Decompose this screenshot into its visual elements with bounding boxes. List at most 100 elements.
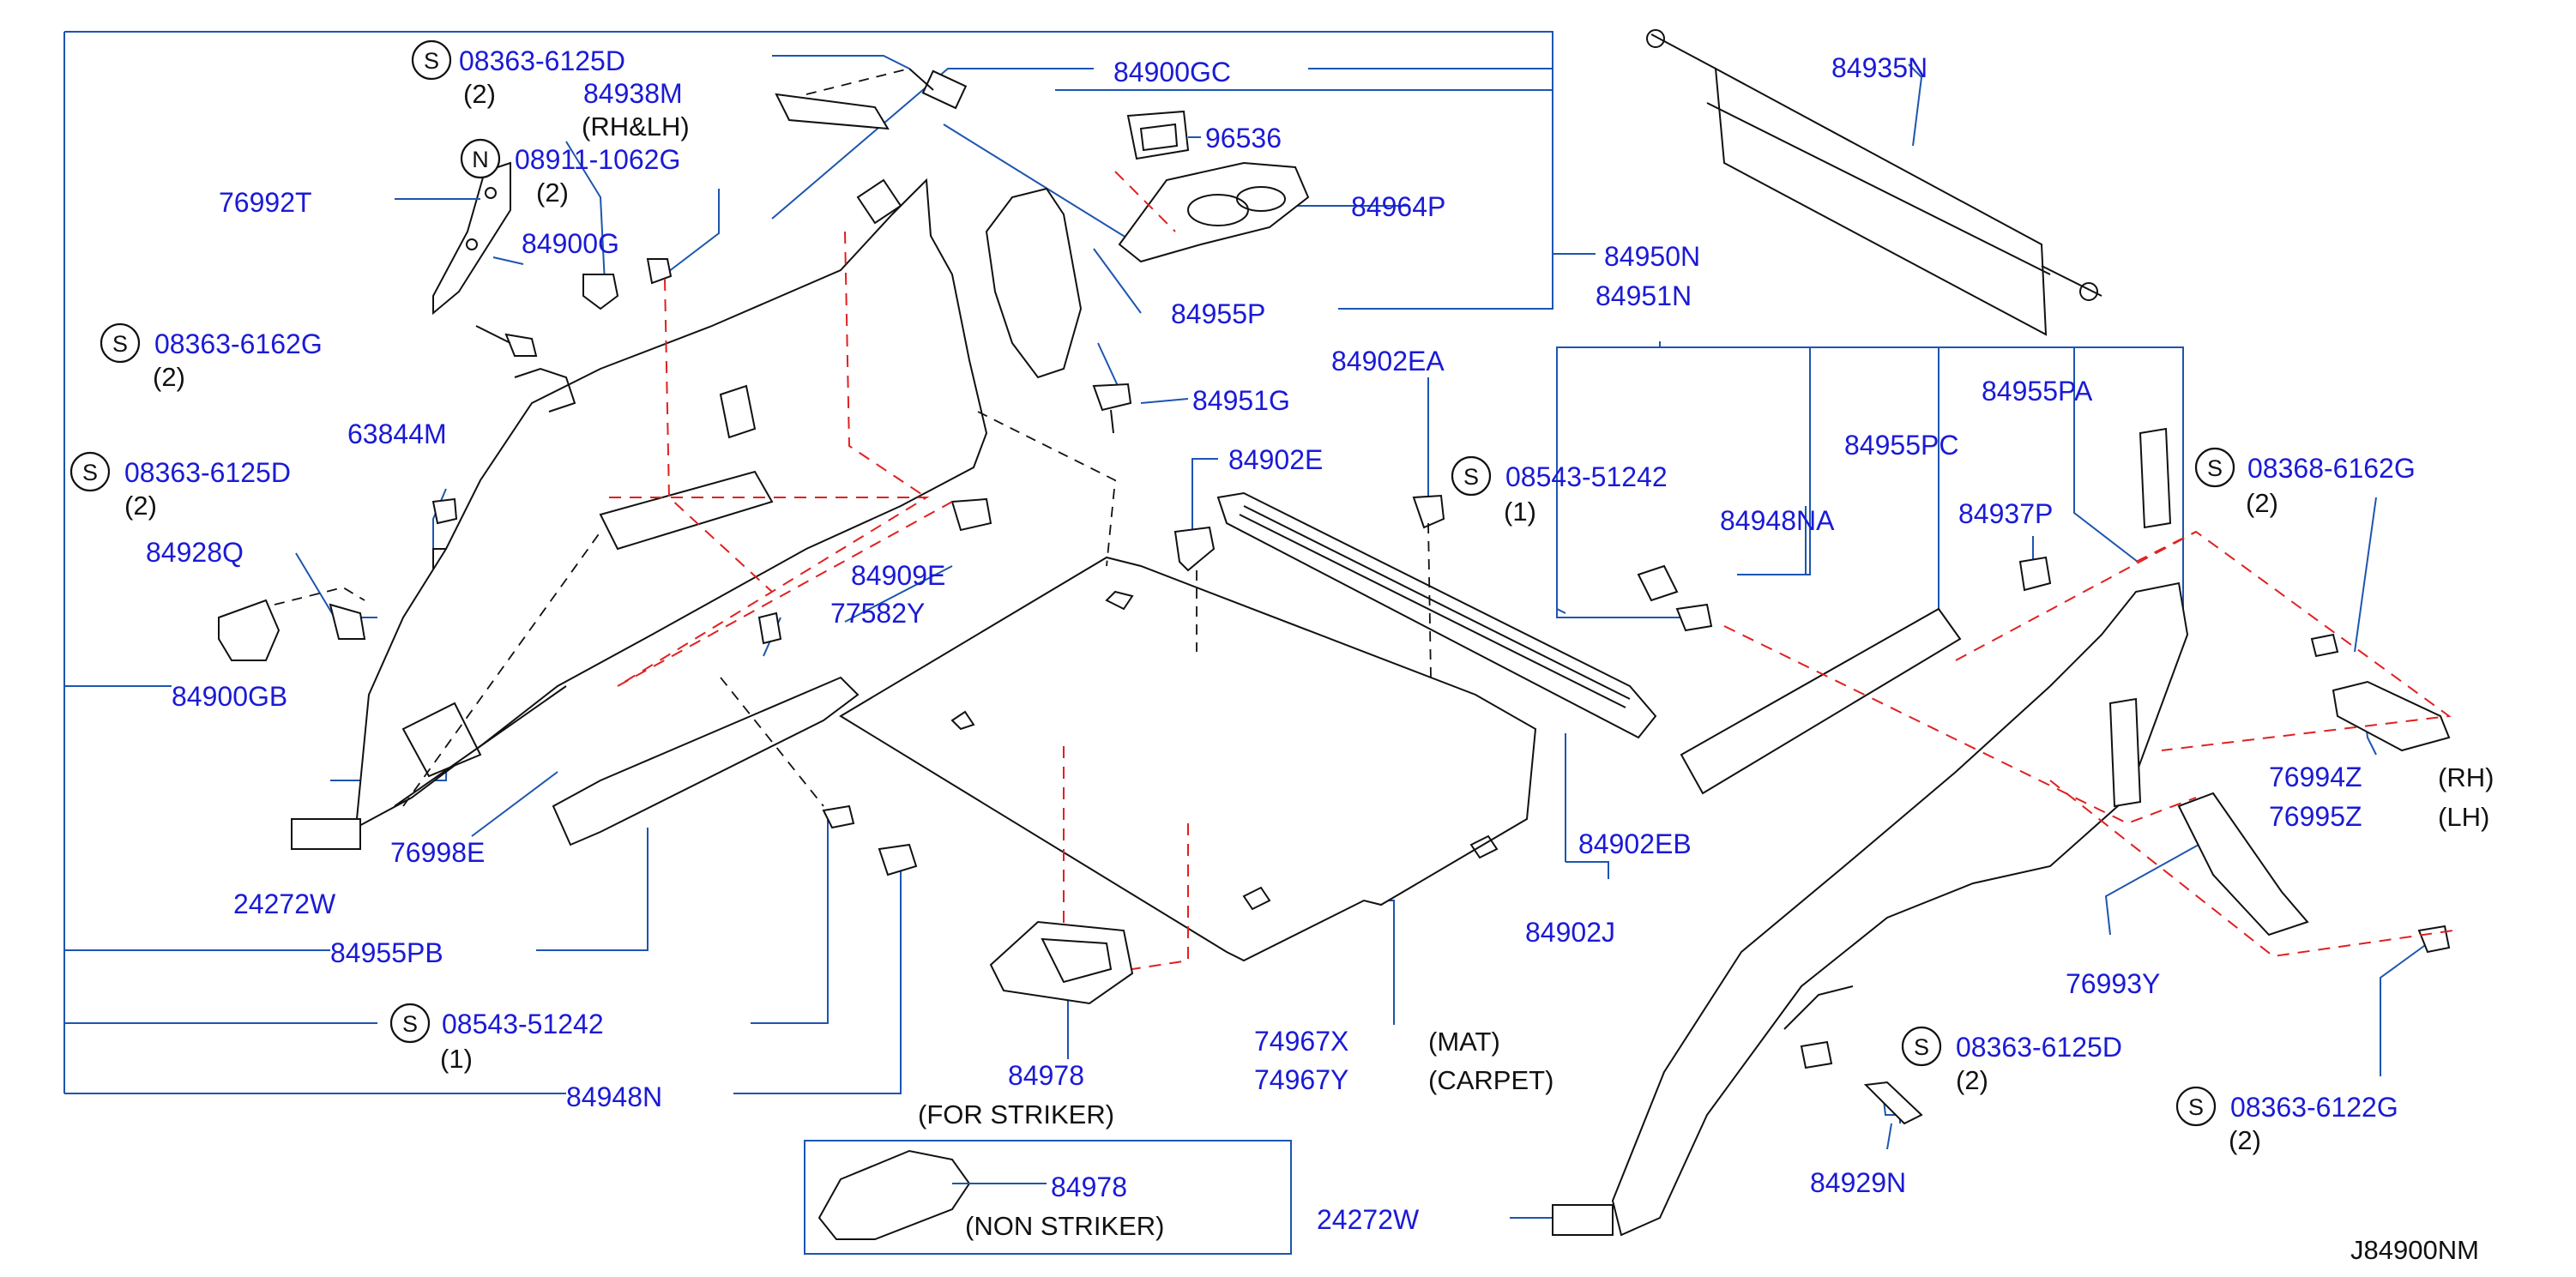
bolt-08363-6122G — [2417, 925, 2451, 954]
clip-84902EA — [1412, 494, 1445, 529]
callout-part-number: 84951G — [1192, 385, 1290, 416]
callout-part-number: 08363-6162G — [154, 328, 323, 359]
clip-84900G — [582, 258, 673, 310]
callout-part-number: 08911-1062G — [515, 144, 680, 175]
callout-prefix-circle — [411, 39, 452, 81]
callout-part-number: 84938M — [583, 78, 683, 109]
callout-part-number: 08363-6125D — [124, 457, 291, 488]
callout-part-number: 77582Y — [830, 598, 925, 629]
bolt-top — [908, 68, 968, 110]
callout-76994Z: 76994Z (RH) — [2269, 762, 2494, 792]
bracket-77582Y — [757, 611, 782, 645]
bracket-76993Y — [2177, 792, 2309, 937]
callout-part-number: 84909E — [851, 560, 945, 591]
callout-08543-51242-right: S 08543-51242 (1) — [1451, 455, 1668, 527]
callout-part-number: 84929N — [1810, 1167, 1906, 1198]
callout-prefix: S — [2188, 1094, 2204, 1120]
trim-84955P — [985, 187, 1083, 379]
callout-84964P: 84964P — [1308, 191, 1445, 222]
sill-strip-84902EB — [1216, 491, 1657, 739]
callout-84900GC: 84900GC — [1113, 57, 1231, 87]
diagram-code: J84900NM — [2350, 1235, 2479, 1265]
pad-24272W-left — [291, 818, 361, 850]
scuff-plate-84955PC — [1680, 607, 1962, 795]
clip-84948NA — [1637, 564, 1713, 632]
callout-prefix: S — [424, 48, 439, 74]
callout-76995Z: 76995Z (LH) — [2269, 801, 2489, 832]
callout-84955PA: 84955PA — [1982, 376, 2093, 407]
callout-part-number: 76995Z — [2269, 801, 2362, 832]
callout-qty: (1) — [1504, 497, 1536, 527]
callout-84950N: 84950N — [1604, 241, 1700, 272]
callout-note: (RH) — [2438, 762, 2494, 792]
callout-prefix-circle — [2194, 447, 2235, 488]
callout-08363-6122G: S 08363-6122G (2) — [2175, 1086, 2398, 1155]
callout-part-number: 84978 — [1051, 1172, 1127, 1202]
callout-84935N: 84935N — [1831, 52, 1927, 83]
cup-holder-84964P — [1114, 161, 1310, 263]
callout-prefix-circle — [389, 1003, 431, 1044]
bracket-76992T — [432, 161, 511, 316]
callout-prefix: S — [402, 1011, 418, 1037]
callout-part-number: 76993Y — [2066, 968, 2160, 999]
callout-prefix: S — [1914, 1034, 1929, 1060]
callout-note: (CARPET) — [1428, 1065, 1553, 1095]
scuff-plate-84955PB — [552, 676, 860, 846]
callout-84929N: 84929N — [1810, 1167, 1906, 1198]
callout-prefix: S — [82, 460, 98, 485]
callout-note: (LH) — [2438, 802, 2489, 832]
callout-part-number: 84902E — [1228, 444, 1323, 475]
callout-qty: (2) — [2246, 488, 2278, 518]
callout-24272W-left: 24272W — [233, 888, 336, 919]
bracket-84928Q — [218, 587, 366, 661]
callout-part-number: 08363-6125D — [459, 45, 625, 76]
callout-08363-6125D-bot: S 08363-6125D (2) — [1901, 1026, 2122, 1095]
bolt-08363-6162G — [475, 325, 538, 357]
callout-part-number: 76994Z — [2269, 762, 2362, 792]
callout-part-number: 74967X — [1254, 1026, 1348, 1057]
callout-part-number: 84948N — [566, 1081, 662, 1112]
callout-qty: (2) — [536, 178, 569, 208]
callout-prefix: S — [2207, 455, 2223, 481]
callout-84955PC: 84955PC — [1844, 430, 1958, 461]
clip-84937P — [2018, 556, 2052, 592]
callout-84902J: 84902J — [1525, 917, 1615, 948]
cap-84948N — [878, 843, 918, 876]
callout-part-number: 84902J — [1525, 917, 1615, 948]
callout-84938M: 84938M (RH&LH) — [582, 78, 690, 142]
callout-84900GB: 84900GB — [172, 681, 287, 712]
callout-08363-6125D-mid: S 08363-6125D (2) — [69, 451, 291, 521]
callout-box — [804, 1140, 1292, 1255]
callout-prefix: N — [472, 147, 489, 172]
callout-part-number: 96536 — [1205, 123, 1282, 154]
callout-84948NA: 84948NA — [1720, 505, 1835, 536]
floor-mat-74967X — [839, 556, 1537, 962]
callout-part-number: 84900GC — [1113, 57, 1231, 87]
callout-part-number: 08543-51242 — [1505, 461, 1668, 492]
callout-part-number: 84955PB — [330, 937, 443, 968]
callout-part-number: 08543-51242 — [442, 1009, 604, 1039]
callout-84955PB: 84955PB — [330, 937, 443, 968]
callout-qty: (1) — [440, 1044, 473, 1074]
callout-prefix-circle — [69, 451, 111, 492]
callout-part-number: 08363-6122G — [2230, 1092, 2398, 1123]
bolt-08543-51242-left — [822, 804, 855, 829]
bracket-84938M — [775, 68, 910, 130]
callout-part-number: 84900GB — [172, 681, 287, 712]
trim-panel-right — [1611, 581, 2189, 1237]
callout-prefix-circle — [1451, 455, 1492, 497]
callout-84951G: 84951G — [1192, 385, 1290, 416]
callout-96536: 96536 — [1188, 123, 1282, 154]
callout-84909E: 84909E — [851, 560, 945, 591]
callout-part-number: 63844M — [347, 419, 447, 449]
bolt-08368-6162G — [2310, 633, 2339, 658]
callout-part-number: 84951N — [1596, 280, 1692, 311]
callout-84951N: 84951N — [1596, 280, 1692, 311]
callout-part-number: 84902EA — [1331, 346, 1445, 376]
callout-part-number: 84948NA — [1720, 505, 1835, 536]
cargo-net-84935N — [1646, 29, 2102, 336]
clip-84902E — [1173, 526, 1216, 572]
callout-08363-6162G: S 08363-6162G (2) — [100, 322, 323, 392]
